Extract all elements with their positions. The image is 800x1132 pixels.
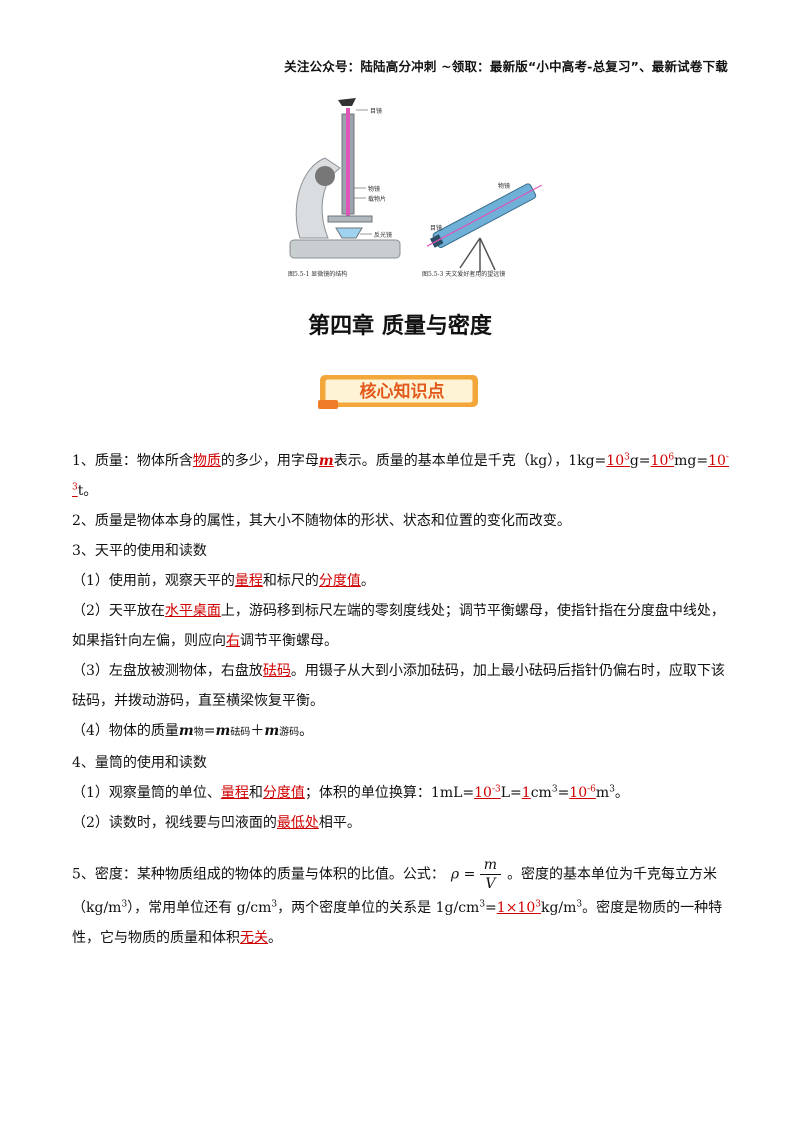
eyepiece-label: 目镜 — [370, 107, 382, 115]
knowledge-points: 1、质量：物体所含物质的多少，用字母m表示。质量的基本单位是千克（kg），1kg… — [72, 446, 732, 953]
point-3-3: （3）左盘放被测物体，右盘放砝码。用镊子从大到小添加砝码，加上最小砝码后指针仍偏… — [72, 663, 725, 709]
point-4-2: （2）读数时，视线要与凹液面的最低处相平。 — [72, 815, 361, 831]
caption-left: 图5.5-1 显微镜的结构 — [288, 270, 347, 278]
microscope-telescope-figure: 目镜 物镜 载物片 反光镜 图5.5-1 显微镜的结构 物镜 目镜 图5.5-3… — [280, 88, 550, 288]
caption-right: 图5.5-3 天文爱好者用的望远镜 — [422, 270, 505, 278]
point-2: 2、质量是物体本身的属性，其大小不随物体的形状、状态和位置的变化而改变。 — [72, 513, 571, 529]
point-4: 4、量筒的使用和读数 — [72, 755, 207, 771]
microscope-telescope-illustration: 目镜 物镜 载物片 反光镜 图5.5-1 显微镜的结构 物镜 目镜 图5.5-3… — [288, 98, 543, 278]
point-3-4: （4）物体的质量m物=m砝码＋m游码。 — [72, 723, 314, 739]
telescope-eyepiece-label: 目镜 — [430, 224, 442, 232]
point-1: 1、质量：物体所含物质的多少，用字母m表示。质量的基本单位是千克（kg），1kg… — [72, 452, 729, 499]
point-3: 3、天平的使用和读数 — [72, 543, 207, 559]
chapter-title: 第四章 质量与密度 — [308, 314, 492, 339]
page-header: 关注公众号：陆陆高分冲刺 ~领取：最新版“小中高考-总复习”、最新试卷下载 — [284, 59, 728, 74]
slide-label: 载物片 — [368, 195, 386, 203]
mirror-label: 反光镜 — [374, 231, 392, 239]
telescope-objective-label: 物镜 — [498, 182, 510, 190]
section-banner: 核心知识点 — [316, 372, 482, 412]
point-3-2: （2）天平放在水平桌面上，游码移到标尺左端的零刻度线处；调节平衡螺母，使指针指在… — [72, 603, 725, 649]
point-4-1: （1）观察量筒的单位、量程和分度值；体积的单位换算：1mL=10-3L=1cm3… — [72, 784, 629, 801]
point-3-1: （1）使用前，观察天平的量程和标尺的分度值。 — [72, 573, 375, 589]
objective-label: 物镜 — [368, 185, 380, 193]
banner-text: 核心知识点 — [360, 381, 445, 402]
